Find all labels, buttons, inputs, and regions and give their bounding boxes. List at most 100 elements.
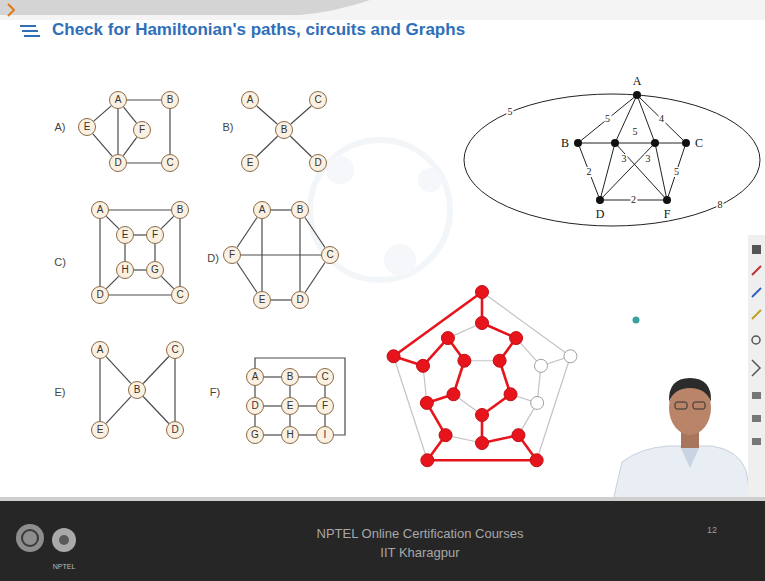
edge-weight: 3 [645,154,652,164]
presenter-hair [669,378,711,402]
iit-logo [16,524,44,552]
edge-weight: 5 [507,107,514,117]
dodecahedron-vertex [476,409,489,422]
graph-edge [264,405,281,406]
graph-edge [290,136,311,156]
unlabeled-vertex [651,139,659,147]
vertex-letter: C [314,95,321,105]
vertex-circle: A [91,201,109,219]
vertex-letter: A [97,345,104,355]
vertex-letter: I [324,430,327,440]
vertex-circle: B [171,201,189,219]
graph-edge [305,217,325,247]
graph-edge [254,415,255,426]
dodecahedron-figure [387,286,577,467]
graph-edge [109,294,171,295]
dodecahedron-edge [394,292,482,356]
vertex-circle: E [241,154,259,172]
presenter-collar [680,446,700,468]
graph-edge [264,376,281,377]
graph-edge [324,386,325,397]
dodecahedron-vertex [534,359,547,372]
graph-edge [106,276,118,288]
presenter-glasses [693,402,705,409]
graph-edge [106,357,131,384]
vertex-letter: A [259,205,266,215]
graph-edge [289,415,290,426]
watermark-dot [418,168,442,192]
graph-edge [179,219,180,286]
graph-edge [124,244,125,261]
vertex-letter: B [167,95,174,105]
vertex-circle: B [128,381,146,399]
nptel-logo-core [59,535,69,545]
inner-edge [615,143,667,200]
vertex-letter: E [122,230,129,240]
toolbar-icon [752,310,761,319]
graph-edge [261,219,262,291]
vertex-letter: D [296,295,303,305]
vertex-letter: D [314,158,321,168]
dodecahedron-vertex [441,332,454,345]
icon-line [24,35,40,37]
graph-edge [127,99,161,100]
graph-label: A) [55,122,66,133]
graph-edge [254,386,255,397]
toolbar-icon [752,288,761,297]
graph-edge [127,162,161,163]
graph-edge [271,209,291,210]
graph-edge [117,109,118,154]
vertex-circle: E [253,291,271,309]
dodecahedron-vertex [476,317,489,330]
weighted-vertex: A [633,91,641,99]
vertex-letter: B [134,385,141,395]
footer-course: NPTEL Online Certification Courses [317,527,524,540]
vertex-letter: E [247,158,254,168]
vertex-circle: B [281,368,299,386]
pointer-dot [633,317,640,324]
vertex-letter: A [97,205,104,215]
vertex-letter: C [176,290,183,300]
dodecahedron-vertex [420,396,433,409]
graph-label: D) [207,253,219,264]
graph-edge [305,262,325,292]
dodecahedron-vertex [510,332,523,345]
dodecahedron-vertex [564,350,577,363]
vertex-letter: B [561,137,569,149]
graph-edge [271,299,291,300]
watermark-dot [384,244,416,276]
vertex-letter: D [596,208,605,220]
vertex-circle: F [133,121,151,139]
vertex-letter: F [139,125,145,135]
graph-edge [640,98,683,140]
footer-band [0,501,765,581]
graph-edge [256,136,277,156]
graph-label: E) [55,387,66,398]
outer-edge-ellipse [464,94,760,226]
graph-edge [109,209,171,210]
dodecahedron-vertex [447,388,460,401]
toolbar-icon [752,266,761,275]
icon-line [20,25,36,27]
vertex-letter: C [166,158,173,168]
vertex-circle: D [91,286,109,304]
graph-edge [161,276,173,288]
graph-edge [134,269,146,270]
vertex-circle: A [246,368,264,386]
dodecahedron-vertex [531,396,544,409]
icon-line [22,30,38,32]
vertex-circle: A [109,91,127,109]
graph-edge [264,434,281,435]
vertex-letter: B [177,205,184,215]
header-logo [8,4,14,16]
inner-edge [578,143,686,144]
weighted-vertex: B [574,139,582,147]
dodecahedron-edge [427,459,536,462]
vertex-circle: D [109,154,127,172]
slide-number: 12 [707,526,717,535]
vertex-circle: A [91,341,109,359]
vertex-letter: E [287,401,294,411]
vertex-letter: G [151,265,159,275]
graph-edge [241,254,321,255]
